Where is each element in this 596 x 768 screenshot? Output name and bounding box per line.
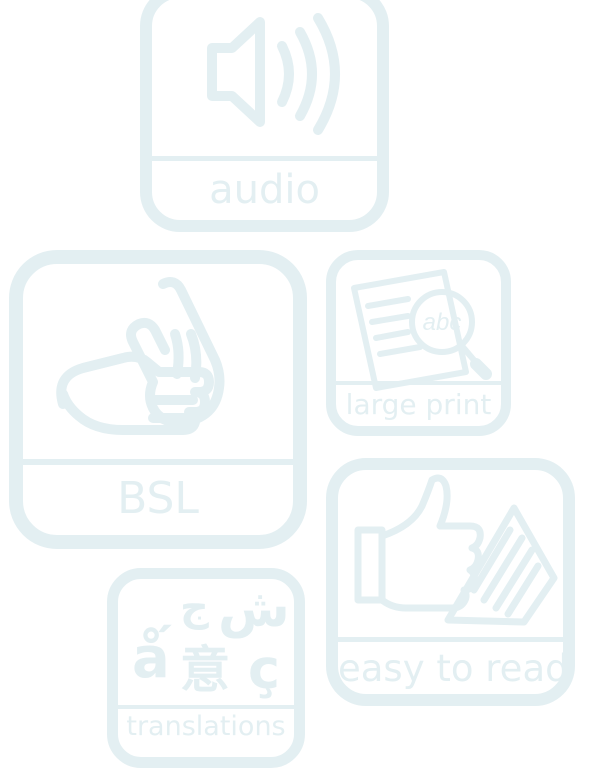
bsl-label: BSL — [117, 473, 199, 524]
bsl-divider — [23, 459, 293, 465]
translations-tile[interactable]: ش ج ǻ 意 ç translations — [107, 568, 305, 768]
chinese-glyph: 意 — [180, 641, 230, 699]
translations-divider — [118, 705, 294, 709]
speaker-icon — [207, 13, 340, 135]
thumbs-up-document-icon — [354, 474, 558, 626]
arabic-glyph: ش — [218, 579, 290, 639]
magnifier-document-icon: abc — [351, 269, 492, 391]
audio-tile[interactable]: audio — [140, 0, 389, 232]
large-print-abc: abc — [423, 309, 462, 336]
large-print-divider — [336, 381, 501, 385]
arabic-glyph-2: ج — [180, 584, 209, 630]
cedilla-glyph: ç — [248, 638, 281, 701]
translations-label: translations — [126, 711, 286, 742]
easy-read-label: easy to read — [338, 647, 569, 690]
large-print-tile[interactable]: abc large print — [326, 250, 511, 436]
audio-divider — [152, 156, 377, 161]
accent-glyph: ǻ — [132, 626, 170, 691]
bsl-tile[interactable]: BSL — [9, 250, 307, 549]
large-print-label: large print — [345, 388, 492, 421]
sign-language-hands-icon — [56, 277, 225, 435]
easy-read-tile[interactable]: easy to read — [326, 458, 575, 706]
audio-label: audio — [209, 167, 320, 213]
easy-read-divider — [338, 637, 563, 642]
